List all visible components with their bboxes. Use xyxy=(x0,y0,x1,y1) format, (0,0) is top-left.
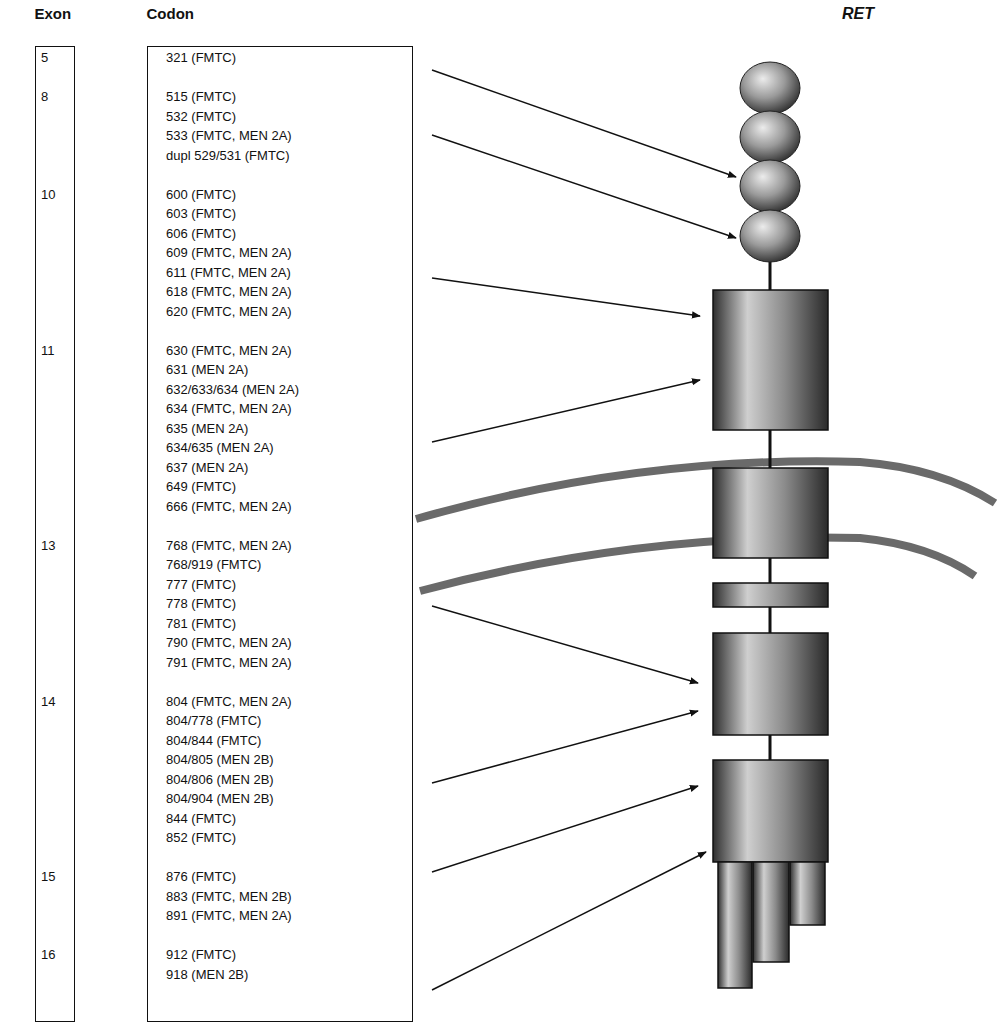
codon-entry: 918 (MEN 2B) xyxy=(166,965,248,984)
codon-entry: 635 (MEN 2A) xyxy=(166,419,248,438)
membrane-band xyxy=(420,537,975,591)
membrane-band xyxy=(416,461,995,519)
codon-entry: 804/805 (MEN 2B) xyxy=(166,750,274,769)
exon-number: 14 xyxy=(41,692,55,711)
leader-arrow xyxy=(432,278,700,316)
codon-entry: 804/904 (MEN 2B) xyxy=(166,789,274,808)
codon-entry: 611 (FMTC, MEN 2A) xyxy=(166,263,291,282)
transmembrane-domain xyxy=(713,468,828,558)
codon-entry: 637 (MEN 2A) xyxy=(166,458,248,477)
codon-entry: 852 (FMTC) xyxy=(166,828,236,847)
codon-entry: 891 (FMTC, MEN 2A) xyxy=(166,906,292,925)
codon-entry: 632/633/634 (MEN 2A) xyxy=(166,380,299,399)
exon-number: 10 xyxy=(41,185,55,204)
codon-entry: 804/778 (FMTC) xyxy=(166,711,261,730)
codon-column-box: Codon321 (FMTC)515 (FMTC)532 (FMTC)533 (… xyxy=(147,46,413,1022)
codon-entry: 606 (FMTC) xyxy=(166,224,236,243)
codon-entry: 791 (FMTC, MEN 2A) xyxy=(166,653,292,672)
codon-entry: 600 (FMTC) xyxy=(166,185,236,204)
cadherin-domain xyxy=(740,210,800,262)
codon-entry: 768/919 (FMTC) xyxy=(166,555,261,574)
column-heading: Exon xyxy=(35,4,72,23)
codon-entry: 630 (FMTC, MEN 2A) xyxy=(166,341,292,360)
codon-entry: 883 (FMTC, MEN 2B) xyxy=(166,887,292,906)
codon-entry: 603 (FMTC) xyxy=(166,204,236,223)
leader-arrow xyxy=(432,786,698,872)
leader-arrow xyxy=(432,606,698,683)
codon-entry: 533 (FMTC, MEN 2A) xyxy=(166,126,292,145)
codon-entry: 768 (FMTC, MEN 2A) xyxy=(166,536,292,555)
leader-arrow xyxy=(432,70,736,177)
cadherin-domain xyxy=(740,160,800,212)
codon-entry: 649 (FMTC) xyxy=(166,477,236,496)
leader-arrow xyxy=(432,711,698,783)
column-heading: Codon xyxy=(147,4,194,23)
codon-entry: 620 (FMTC, MEN 2A) xyxy=(166,302,292,321)
protein-name: RET xyxy=(842,4,874,24)
codon-entry: 666 (FMTC, MEN 2A) xyxy=(166,497,292,516)
codon-entry: 609 (FMTC, MEN 2A) xyxy=(166,243,292,262)
codon-entry: 876 (FMTC) xyxy=(166,867,236,886)
leader-arrow xyxy=(432,135,736,238)
exon-number: 11 xyxy=(41,341,55,360)
leader-arrow xyxy=(432,380,700,442)
codon-entry: 634/635 (MEN 2A) xyxy=(166,438,274,457)
codon-entry: 631 (MEN 2A) xyxy=(166,360,248,379)
codon-entry: 804/844 (FMTC) xyxy=(166,731,261,750)
codon-entry: 532 (FMTC) xyxy=(166,107,236,126)
exon-number: 16 xyxy=(41,945,55,964)
codon-entry: 777 (FMTC) xyxy=(166,575,236,594)
codon-entry: 804/806 (MEN 2B) xyxy=(166,770,274,789)
codon-entry: 844 (FMTC) xyxy=(166,809,236,828)
kinase-domain xyxy=(713,633,828,735)
cadherin-domain xyxy=(740,111,800,163)
c-terminal-tail xyxy=(790,862,825,925)
cadherin-domain xyxy=(740,62,800,114)
c-terminal-tail xyxy=(718,862,752,988)
leader-arrow xyxy=(432,852,706,990)
kinase-domain xyxy=(713,760,828,862)
codon-entry: 618 (FMTC, MEN 2A) xyxy=(166,282,292,301)
codon-entry: 912 (FMTC) xyxy=(166,945,236,964)
c-terminal-tail xyxy=(753,862,789,962)
codon-entry: dupl 529/531 (FMTC) xyxy=(166,146,290,165)
codon-entry: 804 (FMTC, MEN 2A) xyxy=(166,692,292,711)
codon-entry: 321 (FMTC) xyxy=(166,48,236,67)
codon-entry: 790 (FMTC, MEN 2A) xyxy=(166,633,292,652)
codon-entry: 778 (FMTC) xyxy=(166,594,236,613)
exon-number: 15 xyxy=(41,867,55,886)
exon-number: 13 xyxy=(41,536,55,555)
codon-entry: 781 (FMTC) xyxy=(166,614,236,633)
codon-entry: 515 (FMTC) xyxy=(166,87,236,106)
exon-number: 5 xyxy=(41,48,48,67)
codon-entry: 634 (FMTC, MEN 2A) xyxy=(166,399,292,418)
exon-column-box: Exon58101113141516 xyxy=(35,46,75,1022)
exon-number: 8 xyxy=(41,87,48,106)
cysteine-rich-domain xyxy=(713,290,828,430)
juxtamembrane-segment xyxy=(713,583,828,607)
